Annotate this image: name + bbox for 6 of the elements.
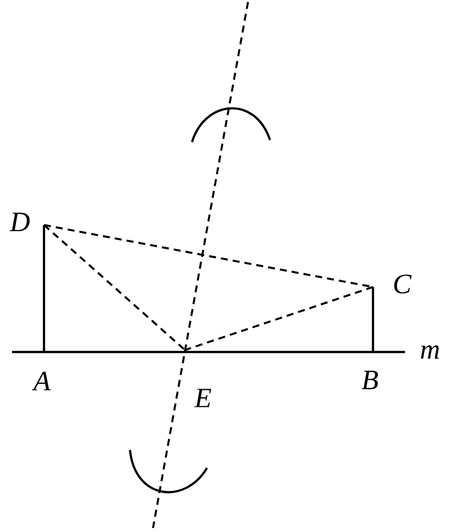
point-label: D: [10, 212, 30, 232]
point-label: m: [420, 345, 439, 359]
point-label: A: [32, 372, 51, 390]
point-label: E: [194, 388, 212, 408]
point-label: B: [362, 370, 378, 390]
point-label: C: [394, 274, 412, 294]
